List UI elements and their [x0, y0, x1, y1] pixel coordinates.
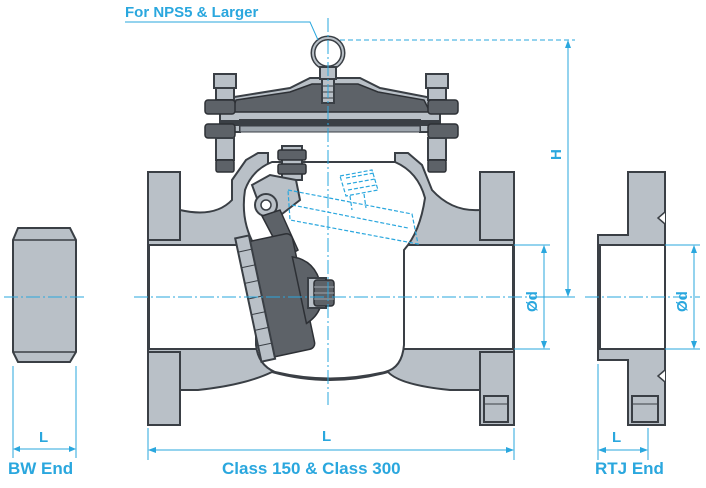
h-dimension-label: H — [548, 149, 565, 160]
main-bore-label: Ød — [524, 291, 541, 312]
main-valve-caption: Class 150 & Class 300 — [222, 459, 401, 478]
right-cover-bolts — [425, 73, 459, 173]
rtj-bore-label: Ød — [674, 291, 691, 312]
nps-note-label: For NPS5 & Larger — [125, 4, 259, 21]
main-valve-view — [125, 18, 575, 460]
rtj-end-view — [585, 171, 700, 460]
bw-end-body — [12, 227, 77, 363]
disc-open-position — [287, 169, 419, 245]
left-cover-bolts — [204, 73, 237, 173]
main-length-label: L — [322, 428, 332, 445]
note-leader — [125, 21, 319, 41]
bw-length-label: L — [39, 429, 49, 446]
rtj-length-label: L — [612, 429, 622, 446]
bw-end-view — [4, 227, 84, 458]
rtj-end-caption: RTJ End — [595, 459, 664, 478]
disc-nut — [307, 277, 335, 309]
bw-end-caption: BW End — [8, 459, 74, 478]
